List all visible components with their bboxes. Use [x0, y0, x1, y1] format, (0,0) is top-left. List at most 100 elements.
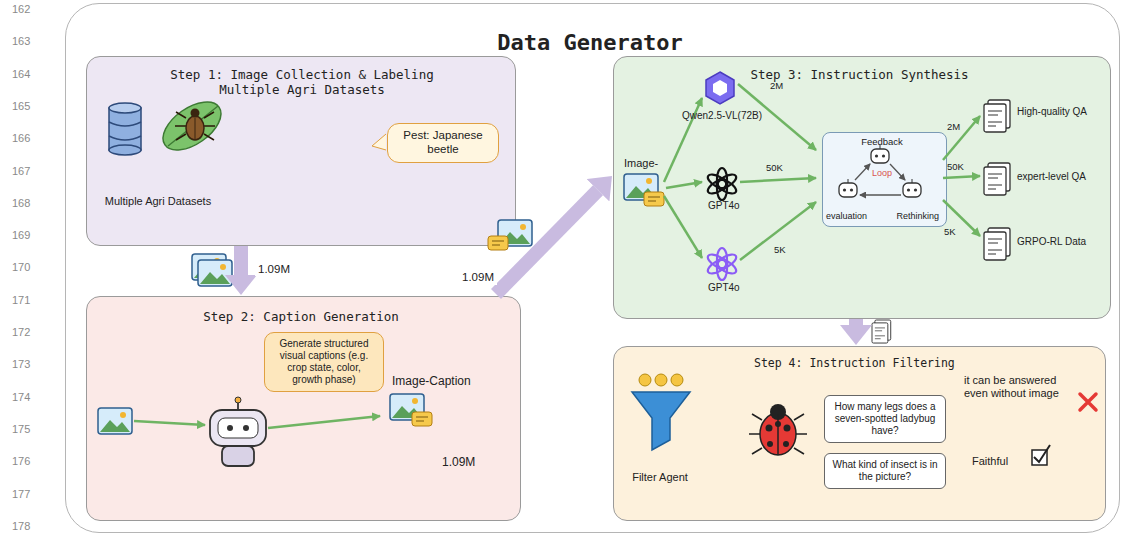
- outer-panel: Data GeneratorStep 1: Image Collection &…: [65, 3, 1120, 533]
- text-holder: GRPO-RL Data: [1017, 236, 1086, 248]
- flow-arrow: [666, 182, 702, 188]
- output-label: GRPO-RL Data: [1017, 236, 1086, 248]
- text-holder: Feedback: [823, 136, 941, 147]
- text-holder: 167: [12, 165, 30, 178]
- text-holder: Step 2: Caption Generation: [87, 309, 515, 324]
- line-number: 163: [12, 35, 30, 48]
- count-label: 5K: [944, 226, 956, 237]
- flow-arrow: [740, 202, 816, 260]
- gpt-logo: [706, 168, 739, 200]
- database-icon: [109, 122, 141, 140]
- node-text: Filter Agent: [618, 471, 702, 484]
- caption-icon: [644, 192, 664, 206]
- step-panel: Step 3: Instruction SynthesisImage- Feedb…: [613, 56, 1111, 319]
- filter-funnel-icon: [632, 374, 690, 450]
- line-number: 175: [12, 423, 30, 436]
- line-number: 166: [12, 132, 30, 145]
- line-number: 162: [12, 3, 30, 16]
- filter-funnel-icon: [632, 392, 690, 450]
- output-label: expert-level QA: [1017, 171, 1086, 183]
- step-panel: Step 4: Instruction FilteringFilter Agen…: [613, 346, 1106, 521]
- leaf-beetle-icon: [155, 92, 230, 159]
- model-name: GPT4o: [708, 200, 740, 212]
- text-holder: 50K: [947, 161, 964, 172]
- heading-text: Step 4: Instruction Filtering: [754, 357, 969, 371]
- leaf-beetle-icon: [155, 92, 230, 159]
- image-icon: [498, 220, 532, 246]
- ladybug-icon: [760, 413, 796, 455]
- check-box: [1034, 445, 1050, 462]
- text-holder: 175: [12, 423, 30, 436]
- text-holder: 2M: [947, 121, 960, 132]
- text-holder: 5K: [944, 226, 956, 237]
- node-text: Faithful: [972, 455, 1042, 468]
- leaf-beetle-icon: [186, 116, 204, 140]
- node-text: Rethinking: [883, 211, 939, 222]
- node-text: Image-Caption: [392, 374, 484, 388]
- gpt-logo: [706, 248, 739, 280]
- node-text: evaluation: [826, 211, 882, 222]
- text-holder: 176: [12, 455, 30, 468]
- text-holder: 171: [12, 294, 30, 307]
- edge-label: 1.09M: [255, 263, 293, 277]
- text-holder: 165: [12, 100, 30, 113]
- text-holder: Step 1: Image Collection & Labeling Mult…: [157, 67, 447, 97]
- leaf-beetle-icon: [168, 106, 218, 146]
- flow-arrow: [943, 116, 980, 160]
- text-holder: 1.09M: [255, 263, 293, 277]
- filter-funnel-icon: [671, 374, 683, 386]
- node-text: Pest: Japanese beetle: [394, 129, 492, 157]
- text-holder: 178: [12, 520, 30, 533]
- document-icon: [872, 320, 891, 343]
- text-holder: 168: [12, 197, 30, 210]
- heading-text: Data Generator: [66, 30, 1114, 56]
- text-holder: Data Generator: [66, 30, 1114, 56]
- text-holder: Loop: [823, 168, 941, 179]
- robot-icon: [237, 402, 239, 410]
- flow-arrow: [849, 319, 863, 325]
- robot-icon: [839, 179, 857, 197]
- caption-icon: [412, 412, 432, 426]
- filter-funnel-icon: [655, 374, 667, 386]
- text-holder: Qwen2.5-VL(72B): [682, 110, 762, 122]
- text-holder: 1.09M: [459, 271, 497, 285]
- image-icon: [98, 408, 132, 434]
- text-holder: 163: [12, 35, 30, 48]
- database-icon: [109, 108, 141, 150]
- text-holder: High-quality QA: [1017, 106, 1087, 118]
- node-text: Image-: [624, 157, 674, 170]
- text-holder: Step 3: Instruction Synthesis: [614, 67, 1105, 82]
- count-label: 5K: [774, 244, 786, 255]
- flow-arrow: [664, 196, 702, 258]
- leaf-beetle-icon: [195, 118, 196, 140]
- line-number: 177: [12, 488, 30, 501]
- node-text: Loop: [823, 168, 941, 179]
- ladybug-icon: [783, 441, 789, 447]
- speech-bubble: Generate structured visual captions (e.g…: [264, 332, 384, 392]
- bubble-tail: [372, 134, 386, 150]
- model-name: Qwen2.5-VL(72B): [682, 110, 762, 122]
- speech-bubble: Pest: Japanese beetle: [387, 123, 499, 163]
- line-number: 172: [12, 326, 30, 339]
- node-text: Generate structured visual captions (e.g…: [271, 338, 377, 386]
- image-icon: [192, 254, 226, 280]
- image-icon: [624, 174, 658, 200]
- robot-icon: [871, 145, 889, 163]
- line-number: 165: [12, 100, 30, 113]
- text-holder: expert-level QA: [1017, 171, 1086, 183]
- line-number: 173: [12, 358, 30, 371]
- text-holder: 166: [12, 132, 30, 145]
- leaf-beetle-icon: [175, 112, 215, 140]
- text-holder: GPT4o: [708, 282, 740, 294]
- model-name: GPT4o: [708, 282, 740, 294]
- count-label: 50K: [766, 162, 783, 173]
- text-holder: Image-Caption: [392, 374, 484, 388]
- node-text: 1.09M: [442, 455, 502, 469]
- heading-text: Step 1: Image Collection & Labeling Mult…: [157, 67, 447, 97]
- heading-text: Step 2: Caption Generation: [87, 309, 515, 324]
- text-holder: Image-: [624, 157, 674, 170]
- filter-funnel-icon: [639, 374, 651, 386]
- text-holder: Step 4: Instruction Filtering: [754, 357, 969, 371]
- qwen-logo: [706, 72, 734, 104]
- ladybug-icon: [749, 414, 807, 454]
